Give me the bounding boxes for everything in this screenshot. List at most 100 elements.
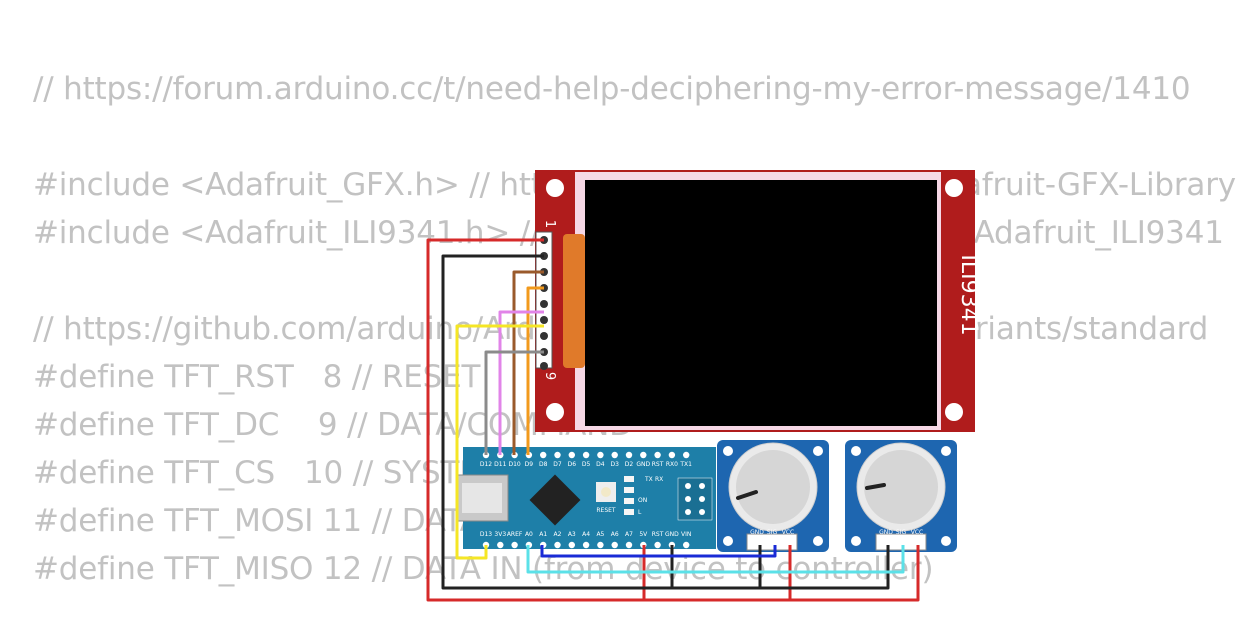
nano-top-pin-pad-rst	[654, 451, 661, 459]
nano-bottom-pin-pad-a6	[611, 541, 618, 549]
led-label-tx: TX	[644, 476, 653, 483]
pot2-pin-sig: SIG	[896, 529, 907, 536]
pot2-knob-indicator	[865, 483, 886, 490]
nano-top-pin-label-d9: D9	[525, 461, 534, 468]
nano-top-pin-label-rst: RST	[652, 461, 664, 468]
nano-bottom-pin-label-d13: D13	[480, 531, 492, 538]
led-label-rx: RX	[655, 476, 663, 483]
wire-cyan-sig-pot2[interactable]	[526, 545, 905, 574]
nano-top-pin-pad-d6	[568, 451, 575, 459]
nano-bottom-pin-label-gnd: GND	[665, 531, 679, 538]
nano-top-pin-pad-gnd	[640, 451, 647, 459]
nano-top-pin-pad-d7	[554, 451, 561, 459]
nano-bottom-pin-label-aref: AREF	[507, 531, 523, 538]
nano-top-pin-label-d12: D12	[480, 461, 492, 468]
mount-hole-top-right	[945, 179, 963, 197]
nano-bottom-pin-label-a5: A5	[596, 531, 604, 538]
nano-top-pin-pad-d8	[540, 451, 547, 459]
nano-top-pin-pad-rx0	[668, 451, 676, 459]
nano-bottom-pin-pad-a4	[582, 541, 590, 549]
nano-bottom-pin-pad-a7	[625, 541, 633, 549]
led-label-l: L	[638, 509, 642, 516]
reset-button-cap	[601, 487, 611, 497]
nano-bottom-pin-pad-rst	[654, 541, 661, 549]
display-pin9-label: 9	[542, 372, 557, 380]
pot1-pin-vcc: VCC	[782, 529, 794, 536]
potentiometer-2[interactable]: GND SIG VCC	[845, 440, 957, 552]
nano-top-pin-pad-tx1	[683, 451, 690, 459]
led-label-on: ON	[638, 497, 647, 504]
code-line-7: #define TFT_RST 8 // RESET	[33, 359, 481, 395]
microcontroller-chip	[529, 474, 581, 526]
nano-bottom-pin-pad-a3	[568, 541, 575, 549]
nano-bottom-pin-label-a2: A2	[554, 531, 562, 538]
pot1-knob[interactable]	[736, 450, 810, 524]
nano-top-pin-label-d5: D5	[582, 461, 591, 468]
nano-top-pin-label-d11: D11	[494, 461, 506, 468]
wire-red-vcc-pot2[interactable]	[790, 545, 920, 602]
icsp-header	[677, 477, 713, 521]
pot2-pin-gnd: GND	[879, 529, 893, 536]
nano-top-pin-label-tx1: TX1	[679, 461, 692, 468]
wires	[426, 238, 920, 602]
nano-bottom-pin-pad-aref	[511, 541, 518, 549]
pot2-pin-vcc: VCC	[911, 529, 923, 536]
nano-bottom-pin-label-rst: RST	[652, 531, 664, 538]
pot1-knob-indicator	[736, 490, 758, 500]
pot1-hole	[813, 536, 823, 546]
nano-bottom-pin-pad-a5	[597, 541, 604, 549]
pot1-hole	[813, 446, 823, 456]
wire-blue-sig-pot1[interactable]	[540, 545, 777, 558]
pot1-hole	[723, 536, 733, 546]
nano-top-pin-label-d3: D3	[610, 461, 619, 468]
nano-bottom-pin-pad-3v3	[497, 541, 504, 549]
display-pin1-label: 1	[542, 220, 557, 228]
pot1-hole	[723, 446, 733, 456]
wire-red-vcc-display[interactable]	[426, 238, 646, 602]
nano-bottom-pin-label-a0: A0	[525, 531, 533, 538]
nano-bottom-pin-pad-vin	[683, 541, 690, 549]
nano-bottom-pin-label-5v: 5V	[639, 531, 648, 538]
potentiometer-1[interactable]: GND SIG VCC	[717, 440, 829, 552]
nano-bottom-pin-label-a1: A1	[539, 531, 547, 538]
nano-bottom-pin-pad-a2	[554, 541, 561, 549]
nano-bottom-pin-label-3v3: 3V3	[494, 531, 506, 538]
display-model-label: ILI9341	[956, 254, 981, 335]
wire-brown-cs[interactable]	[512, 270, 544, 455]
nano-top-pin-pad-d4	[597, 451, 604, 459]
nano-top-pin-label-gnd: GND	[636, 461, 650, 468]
pot2-hole	[851, 536, 861, 546]
nano-top-pin-label-d8: D8	[539, 461, 548, 468]
pot2-knob[interactable]	[864, 450, 938, 524]
code-line-8: #define TFT_DC 9 // DATA/COMMAND	[33, 407, 633, 443]
circuit-diagram: ILI9341 1 9 RESET TX RX ON L	[426, 170, 981, 602]
nano-top-pin-pad-d2	[625, 451, 633, 459]
pot2-hole	[851, 446, 861, 456]
pot1-pin-gnd: GND	[750, 529, 764, 536]
wire-gray-sck[interactable]	[484, 350, 544, 455]
nano-top-pin-label-d6: D6	[568, 461, 577, 468]
nano-bottom-pin-label-a6: A6	[611, 531, 619, 538]
nano-bottom-pin-label-a7: A7	[625, 531, 633, 538]
usb-port	[462, 483, 502, 513]
nano-bottom-pin-label-vin: VIN	[681, 531, 691, 538]
wire-orange-rst[interactable]	[526, 286, 544, 455]
reset-label: RESET	[596, 507, 616, 514]
nano-top-pin-pad-d5	[582, 451, 590, 459]
wire-yellow-mosi[interactable]	[455, 324, 544, 560]
nano-top-pin-label-d10: D10	[508, 461, 520, 468]
icsp-pins	[685, 483, 705, 515]
mount-hole-top-left	[546, 179, 564, 197]
nano-top-pin-label-d7: D7	[553, 461, 562, 468]
nano-bottom-pin-label-a4: A4	[582, 531, 590, 538]
ili9341-display[interactable]: ILI9341 1 9	[535, 170, 981, 432]
wire-violet-dc[interactable]	[498, 310, 544, 455]
wire-black-gnd-display[interactable]	[441, 254, 674, 590]
pot2-hole	[941, 446, 951, 456]
wire-black-gnd-pot2[interactable]	[760, 545, 890, 590]
display-ribbon	[563, 234, 585, 368]
nano-leds	[624, 476, 634, 515]
nano-top-pin-label-rx0: RX0	[666, 461, 678, 468]
